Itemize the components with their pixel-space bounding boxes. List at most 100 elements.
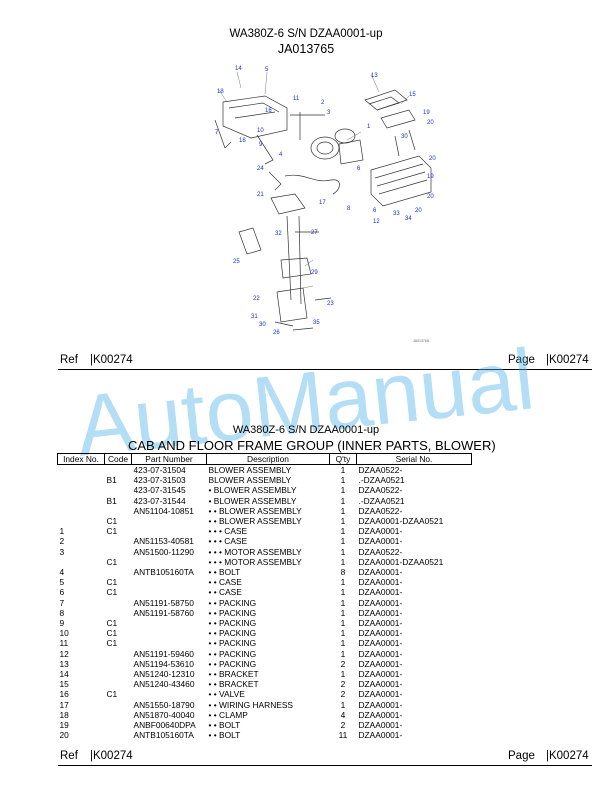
index-cell: 20 xyxy=(59,730,69,741)
index-cell: 8 xyxy=(59,607,65,618)
description-cell: • • PACKING xyxy=(208,658,257,669)
code-cell xyxy=(105,649,132,659)
part-number-cell xyxy=(132,689,207,699)
description-cell: • • PACKING xyxy=(208,618,257,629)
qty-cell: 1 xyxy=(340,556,346,567)
description-cell: • • PACKING xyxy=(208,628,257,639)
index-cell: 10 xyxy=(59,628,69,639)
code-cell: C1 xyxy=(106,638,118,649)
model-serial-title: WA380Z-6 S/N DZAA0001-up xyxy=(229,28,383,40)
index-cell: 7 xyxy=(59,597,65,608)
callout: 20 xyxy=(429,156,436,162)
index-cell: 6 xyxy=(59,587,65,598)
qty-cell: 2 xyxy=(340,658,346,669)
index-cell xyxy=(58,506,105,516)
table-row: C1 • • • MOTOR ASSEMBLY 1 DZAA0001-DZAA0521 xyxy=(58,557,472,567)
qty-cell: 1 xyxy=(340,648,346,659)
qty-cell: 2 xyxy=(340,679,346,690)
code-cell xyxy=(105,700,132,710)
index-cell: 1 xyxy=(59,526,65,537)
index-cell: 11 xyxy=(59,638,69,649)
header-qty: Q'ty xyxy=(329,453,357,465)
header-index: Index No. xyxy=(57,453,105,465)
serial-cell: DZAA0001-DZAA0521 xyxy=(358,516,444,527)
ref-value: |K00274 xyxy=(90,750,133,762)
description-cell: • • • MOTOR ASSEMBLY xyxy=(208,546,302,557)
description-cell: • BLOWER ASSEMBLY xyxy=(208,485,297,496)
callout: 17 xyxy=(319,200,326,206)
serial-cell: DZAA0001-DZAA0521 xyxy=(358,556,444,567)
index-cell: 4 xyxy=(59,567,65,578)
qty-cell: 11 xyxy=(338,730,348,741)
code-cell: C1 xyxy=(106,556,118,567)
page-label: Page xyxy=(508,354,535,366)
description-cell: • • VALVE xyxy=(208,689,245,700)
callout: 11 xyxy=(293,96,300,102)
qty-cell: 1 xyxy=(340,638,346,649)
callout: 18 xyxy=(217,89,224,95)
part-number-cell: 423-07-31503 xyxy=(133,475,186,486)
description-cell: • BLOWER ASSEMBLY xyxy=(208,495,297,506)
part-number-cell xyxy=(132,587,207,597)
ref-page-row-top: Ref |K00274 Page |K00274 xyxy=(0,354,612,368)
page-value: |K00274 xyxy=(546,750,589,762)
ref-page-row-bottom: Ref |K00274 Page |K00274 xyxy=(0,750,612,764)
qty-cell: 1 xyxy=(340,536,346,547)
callout: 14 xyxy=(235,66,242,72)
callout: 22 xyxy=(253,296,260,302)
serial-cell: DZAA0001- xyxy=(358,689,403,700)
part-number-cell: AN51240-43460 xyxy=(133,679,195,690)
part-number-cell: AN51870-40040 xyxy=(133,709,195,720)
header-code: Code xyxy=(104,453,132,465)
part-number-cell xyxy=(132,557,207,567)
qty-cell: 1 xyxy=(340,516,346,527)
description-cell: • • CASE xyxy=(208,587,242,598)
code-cell xyxy=(105,536,132,546)
code-cell xyxy=(105,710,132,720)
qty-cell: 1 xyxy=(340,618,346,629)
qty-cell: 1 xyxy=(340,587,346,598)
page-label: Page xyxy=(508,750,535,762)
description-cell: • • CASE xyxy=(208,577,242,588)
part-number-cell xyxy=(132,526,207,536)
part-number-cell xyxy=(132,618,207,628)
part-number-cell xyxy=(132,628,207,638)
code-cell: C1 xyxy=(106,618,118,629)
description-cell: • • • MOTOR ASSEMBLY xyxy=(208,556,302,567)
serial-cell: DZAA0522- xyxy=(358,546,403,557)
part-number-cell: AN51500-11290 xyxy=(133,546,194,557)
callout: 5 xyxy=(265,67,269,73)
callout: 20 xyxy=(427,194,434,200)
index-cell xyxy=(58,496,105,506)
index-cell: 2 xyxy=(59,536,65,547)
index-cell: 12 xyxy=(59,648,69,659)
description-cell: • • • CASE xyxy=(208,526,248,537)
serial-cell: DZAA0001- xyxy=(358,709,403,720)
qty-cell: 2 xyxy=(340,720,346,731)
callout: 4 xyxy=(279,152,283,158)
callout: 25 xyxy=(233,259,240,265)
index-cell xyxy=(58,485,105,495)
serial-cell: DZAA0001- xyxy=(358,567,403,578)
code-cell xyxy=(105,547,132,557)
code-cell xyxy=(105,730,132,740)
code-cell xyxy=(105,608,132,618)
code-cell xyxy=(105,720,132,730)
part-number-cell: AN51550-18790 xyxy=(133,699,195,710)
code-cell xyxy=(105,659,132,669)
serial-cell: DZAA0001- xyxy=(358,536,403,547)
serial-cell: DZAA0001- xyxy=(358,587,403,598)
